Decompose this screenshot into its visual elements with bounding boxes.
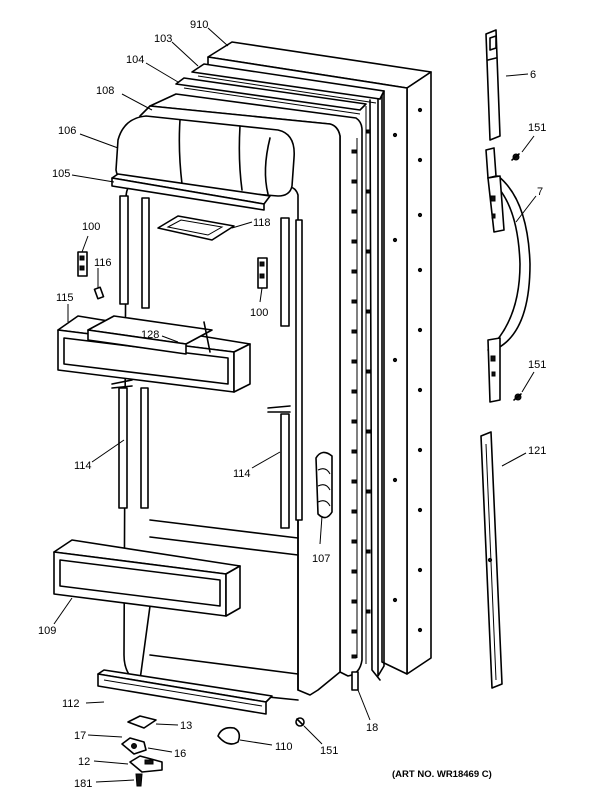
shelf-stop	[315, 451, 333, 519]
shelf-bin	[87, 315, 213, 355]
door-stop	[217, 726, 241, 745]
callout-128: 128	[141, 329, 159, 341]
callout-17: 17	[74, 730, 86, 742]
callout-16: 16	[174, 748, 186, 760]
callout-115: 115	[56, 292, 74, 304]
callout-13: 13	[180, 720, 192, 732]
handle-cap-top	[485, 29, 501, 141]
handle-screw-bottom	[513, 393, 522, 401]
callout-110: 110	[275, 741, 293, 753]
callout-151-middle: 151	[528, 359, 546, 371]
dispenser-cover	[157, 215, 235, 241]
hinge-pin	[351, 671, 359, 691]
callout-118: 118	[253, 217, 271, 229]
shelf-bracket-right	[257, 257, 268, 289]
callout-109: 109	[38, 625, 56, 637]
shelf-support-rails	[111, 195, 303, 529]
callout-100-left: 100	[82, 221, 100, 233]
callout-12: 12	[78, 756, 90, 768]
callout-100-right: 100	[250, 307, 268, 319]
hinge-parts	[121, 715, 163, 787]
shelf-bracket-left	[77, 251, 88, 277]
callout-151-top: 151	[528, 122, 546, 134]
handle-screw-top	[511, 153, 520, 161]
callout-181: 181	[74, 778, 92, 790]
callout-116: 116	[94, 257, 112, 269]
callout-114-right: 114	[233, 468, 251, 480]
bottom-trim	[97, 669, 273, 715]
outer-door-panel	[207, 41, 432, 675]
screw-bottom	[295, 717, 305, 727]
door-gasket	[191, 63, 385, 681]
callout-108: 108	[96, 85, 114, 97]
callout-107: 107	[312, 553, 330, 565]
callout-104: 104	[126, 54, 144, 66]
top-hinge-trim	[175, 77, 367, 115]
dairy-trim	[111, 173, 271, 211]
callout-106: 106	[58, 125, 76, 137]
door-handle	[485, 147, 531, 403]
bracket-clip	[93, 286, 105, 300]
callout-112: 112	[62, 698, 80, 710]
callout-121: 121	[528, 445, 546, 457]
art-number: (ART NO. WR18469 C)	[392, 769, 492, 780]
callout-18: 18	[366, 722, 378, 734]
callout-151-bottom: 151	[320, 745, 338, 757]
leader-lines	[53, 27, 537, 783]
handle-trim-strip	[480, 431, 503, 689]
dairy-door	[115, 115, 295, 197]
callout-105: 105	[52, 168, 70, 180]
lower-door-shelf	[53, 539, 241, 617]
callout-910: 910	[190, 19, 208, 31]
callout-6: 6	[530, 69, 536, 81]
callout-labels: 910 103 104 108 106 105 118 100 116 100 …	[38, 19, 546, 790]
callout-103: 103	[154, 33, 172, 45]
callout-114-left: 114	[74, 460, 92, 472]
callout-7: 7	[537, 186, 543, 198]
